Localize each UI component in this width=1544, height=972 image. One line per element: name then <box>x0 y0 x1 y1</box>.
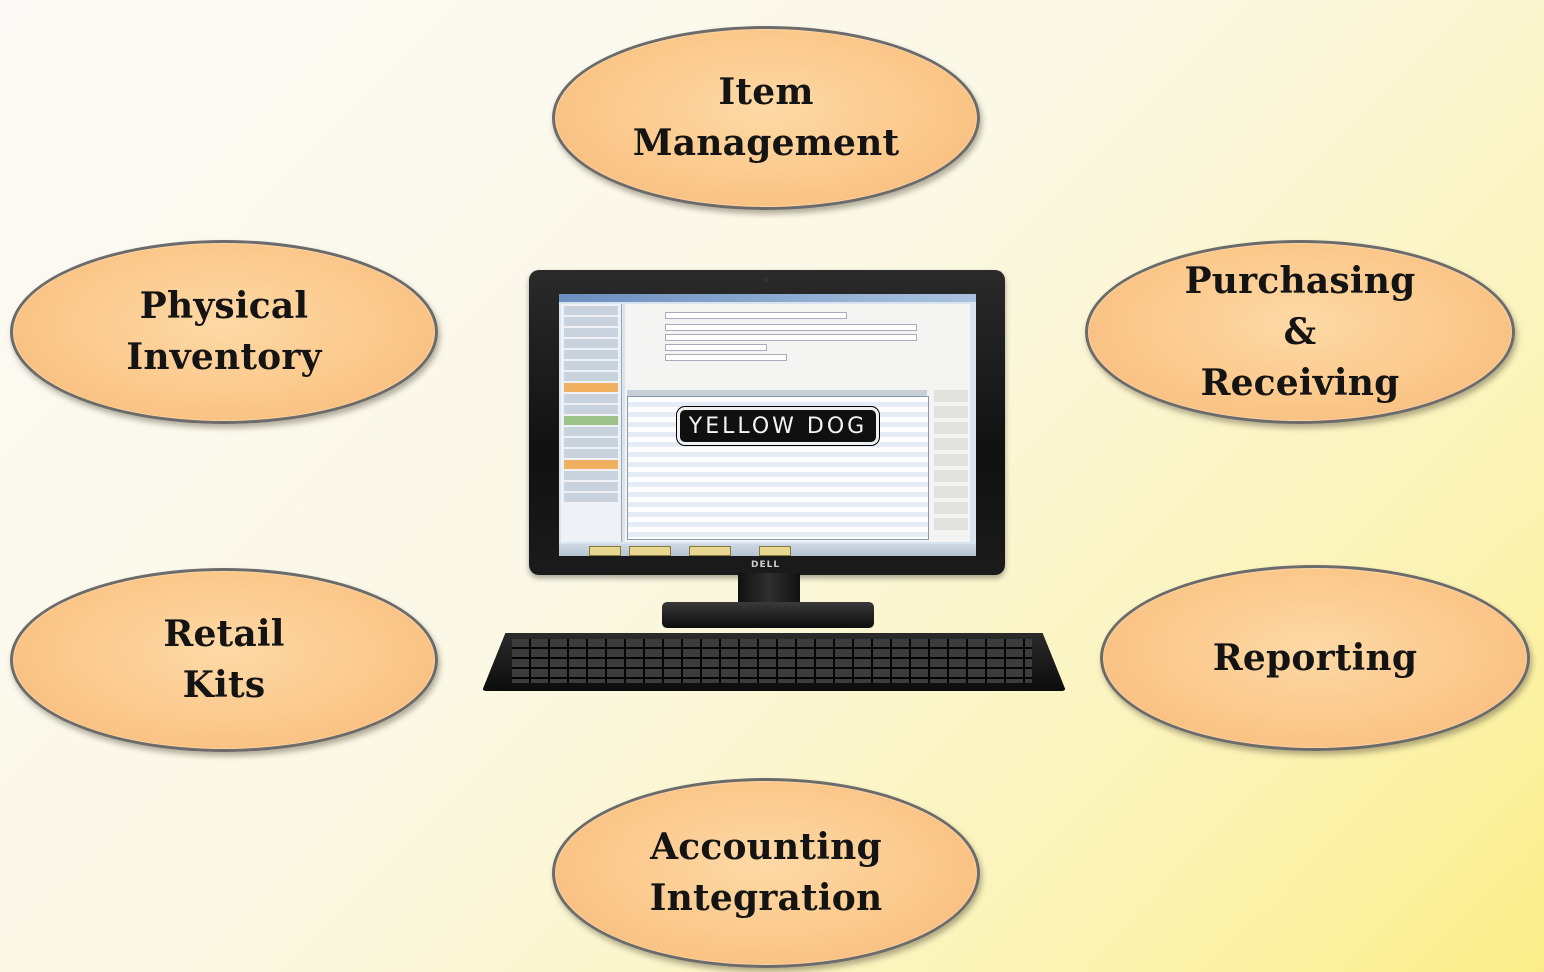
app-sidebar-illustration <box>561 304 622 542</box>
module-retail-kits: Retail Kits <box>10 568 438 752</box>
monitor-screen: YELLOW DOG <box>559 294 976 556</box>
module-purchasing-receiving: Purchasing & Receiving <box>1085 240 1515 424</box>
module-physical-inventory: Physical Inventory <box>10 240 438 424</box>
keyboard-illustration <box>482 633 1066 691</box>
keyboard-keys <box>512 639 1032 683</box>
module-accounting-integration: Accounting Integration <box>552 778 980 968</box>
webcam-icon <box>764 277 769 282</box>
module-item-management: Item Management <box>552 26 980 210</box>
window-titlebar <box>559 294 976 302</box>
module-label: Item Management <box>632 71 900 164</box>
taskbar-illustration <box>559 544 976 556</box>
yellow-dog-logo: YELLOW DOG <box>677 407 879 445</box>
module-label: Retail Kits <box>163 613 285 706</box>
module-label: Reporting <box>1212 636 1418 679</box>
module-label: Physical Inventory <box>126 285 322 378</box>
monitor-stand-base <box>662 602 874 628</box>
module-reporting: Reporting <box>1100 565 1530 751</box>
grid-header-illustration <box>627 390 927 396</box>
monitor-illustration: YELLOW DOG DELL <box>529 270 1005 575</box>
module-label: Accounting Integration <box>649 826 883 919</box>
dell-logo: DELL <box>751 560 781 570</box>
module-label: Purchasing & Receiving <box>1184 259 1416 404</box>
button-column-illustration <box>934 390 968 530</box>
